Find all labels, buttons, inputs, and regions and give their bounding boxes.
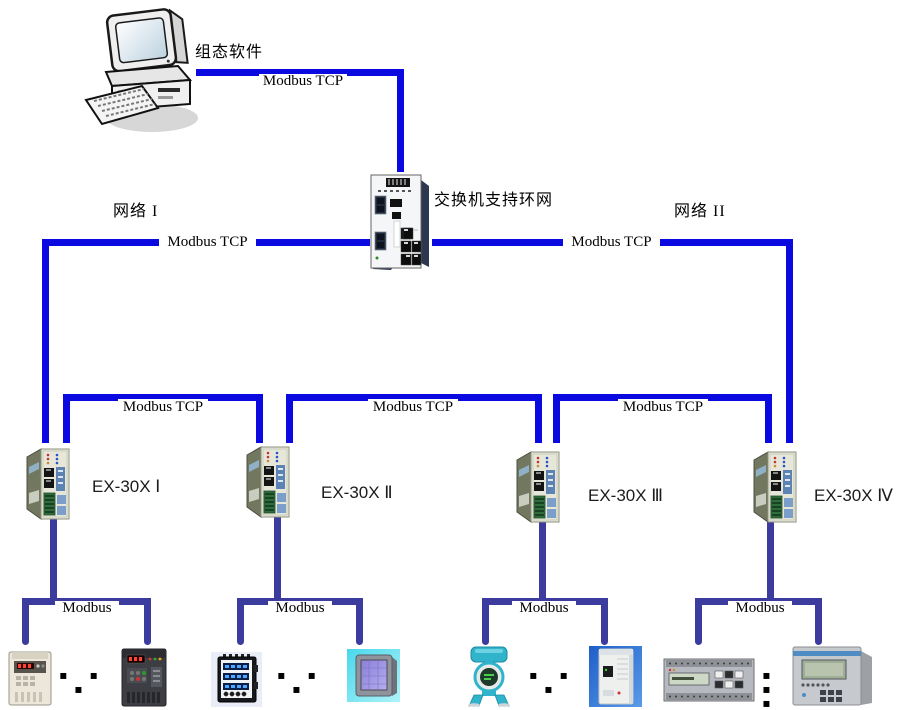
fieldbus1-left-leg — [22, 598, 29, 645]
segment3-right-leg — [765, 394, 772, 443]
gateway4-image — [753, 451, 797, 523]
fieldbus4-left-leg — [695, 598, 702, 645]
ring-right-label: Modbus TCP — [563, 233, 660, 251]
segment3-left-leg — [553, 394, 560, 443]
gateway3-image — [516, 451, 560, 523]
gateway2-label: EX-30X Ⅱ — [321, 483, 393, 502]
segment1-right-leg — [256, 394, 263, 443]
segment2-right-leg — [535, 394, 542, 443]
gateway4-label: EX-30X Ⅳ — [814, 486, 893, 505]
switch-image — [370, 172, 432, 272]
more-devices-ellipsis-3: ▪ ▪ ▪ — [529, 668, 577, 696]
fieldbus3-left-leg — [482, 598, 489, 645]
gateway3-label: EX-30X Ⅲ — [588, 486, 664, 505]
vfd-beige-image — [8, 651, 52, 706]
more-devices-ellipsis-2: ▪ ▪ ▪ — [277, 668, 325, 696]
segment1-label: Modbus TCP — [118, 399, 208, 415]
flowmeter-image — [468, 646, 510, 707]
computer-image — [84, 8, 198, 132]
segment1-left-leg — [63, 394, 70, 443]
controller-image — [663, 658, 755, 702]
vfd-blue-image — [589, 646, 642, 707]
fieldbus4-stem — [767, 520, 774, 605]
segment2-label: Modbus TCP — [368, 399, 458, 415]
fieldbus1-right-leg — [144, 598, 151, 645]
gateway1-label: EX-30X Ⅰ — [92, 477, 161, 496]
ring-right-drop — [786, 239, 793, 443]
fieldbus2-stem — [274, 516, 281, 605]
segment1-horizontal — [63, 394, 263, 401]
vfd-dark-image — [121, 648, 167, 707]
fieldbus2-left-leg — [237, 598, 244, 645]
link-pc-switch-horizontal — [196, 69, 404, 76]
more-devices-ellipsis-1: ▪ ▪ ▪ — [59, 668, 107, 696]
fieldbus4-label: Modbus — [728, 601, 792, 616]
gateway1-image — [26, 448, 70, 520]
gateway2-image — [246, 446, 290, 518]
segment3-label: Modbus TCP — [618, 399, 708, 415]
fieldbus2-right-leg — [356, 598, 363, 645]
power-meter-image — [211, 652, 262, 707]
more-devices-ellipsis-4: ▪ ▪ ▪ — [762, 668, 780, 710]
network1-label: 网络 I — [113, 203, 159, 220]
fieldbus2-label: Modbus — [268, 601, 332, 616]
pc-link-label: Modbus TCP — [259, 74, 347, 89]
protection-relay-image — [792, 646, 872, 706]
segment2-horizontal — [286, 394, 542, 401]
fieldbus3-stem — [539, 520, 546, 605]
link-pc-switch-vertical — [397, 69, 404, 181]
fieldbus4-right-leg — [815, 598, 822, 645]
fieldbus1-label: Modbus — [55, 601, 119, 616]
scada-software-label: 组态软件 — [195, 44, 264, 61]
lcd-panel-meter-image — [347, 649, 400, 702]
fieldbus1-stem — [50, 518, 57, 605]
segment3-horizontal — [553, 394, 772, 401]
fieldbus3-label: Modbus — [512, 601, 576, 616]
fieldbus3-right-leg — [601, 598, 608, 645]
network2-label: 网络 II — [674, 203, 726, 220]
switch-label: 交换机支持环网 — [434, 192, 554, 209]
ring-left-drop — [42, 239, 49, 443]
segment2-left-leg — [286, 394, 293, 443]
ring-left-label: Modbus TCP — [159, 233, 256, 251]
